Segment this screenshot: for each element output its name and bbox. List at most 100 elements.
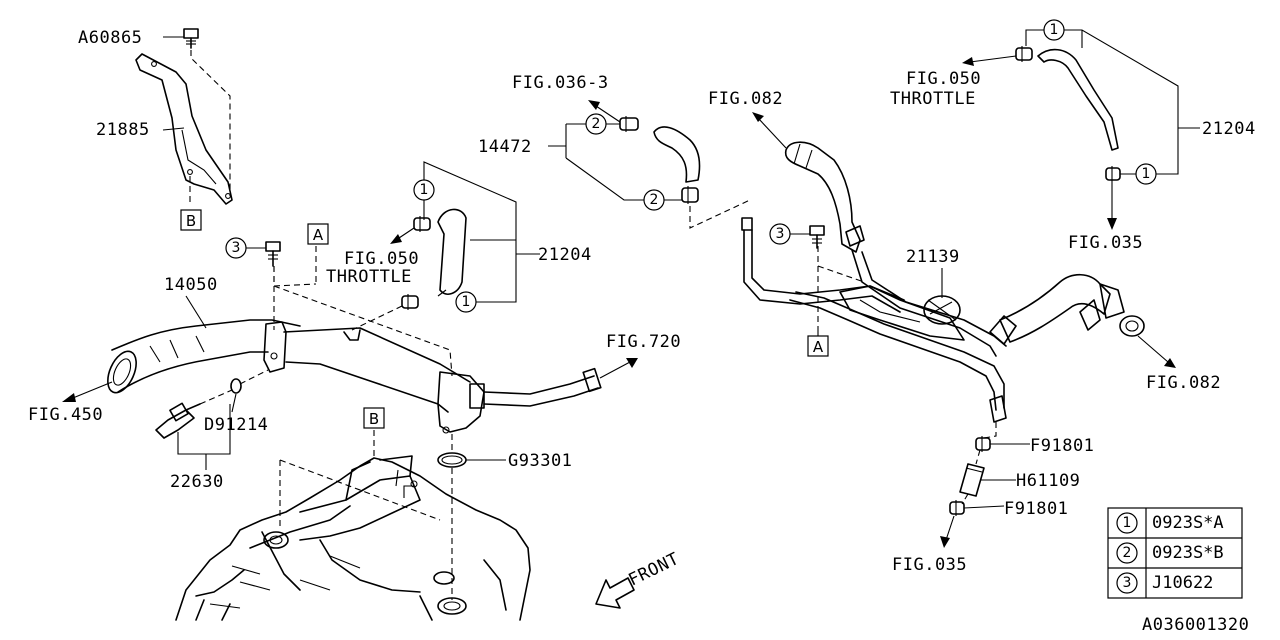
legend-table: 1 0923S*A 2 0923S*B 3 J10622 bbox=[1107, 507, 1243, 599]
label-throttle-right: THROTTLE bbox=[890, 89, 976, 109]
clip-0923sa-right-top bbox=[1015, 46, 1033, 62]
engine-block bbox=[175, 455, 531, 621]
label-21885: 21885 bbox=[96, 120, 150, 140]
legend-callout-3 bbox=[1116, 572, 1138, 594]
dash-sensor bbox=[199, 369, 269, 405]
label-g93301: G93301 bbox=[508, 451, 572, 471]
dash-f91801 bbox=[983, 422, 997, 439]
label-fig035-bottom: FIG.035 bbox=[892, 555, 967, 575]
bracket-21885 bbox=[135, 53, 233, 205]
arrow-fig720-line bbox=[599, 361, 631, 379]
label-fig082-top: FIG.082 bbox=[708, 89, 783, 109]
label-fig082-right: FIG.082 bbox=[1146, 373, 1221, 393]
arrow-fig720-head bbox=[626, 358, 638, 368]
clip-0923sa-right-bottom bbox=[1105, 166, 1121, 182]
lead-14050 bbox=[185, 295, 207, 329]
label-14050: 14050 bbox=[164, 275, 218, 295]
legend-callout-2 bbox=[1116, 542, 1138, 564]
legend-part-1: 0923S*A bbox=[1152, 513, 1224, 533]
label-14472: 14472 bbox=[478, 137, 532, 157]
hose-14472 bbox=[653, 126, 701, 183]
callout-1-right-top-text: 1 bbox=[1050, 22, 1059, 38]
clip-0923sb-bottom bbox=[681, 186, 699, 204]
arrow-fig035-bottom-head bbox=[940, 536, 950, 548]
arrow-fig082-right-head bbox=[1164, 358, 1176, 368]
bolt-a60865 bbox=[183, 28, 199, 49]
clip-f91801-top bbox=[975, 436, 991, 452]
label-f91801-top: F91801 bbox=[1030, 436, 1094, 456]
legend-num-3: 3 bbox=[1123, 575, 1132, 591]
arrow-fig035-bottom-line bbox=[945, 515, 955, 541]
legend-part-3: J10622 bbox=[1152, 573, 1213, 593]
lead-d91214 bbox=[231, 393, 237, 413]
marker-b-top: B bbox=[186, 212, 196, 230]
label-h61109: H61109 bbox=[1016, 471, 1080, 491]
marker-a-right: A bbox=[813, 338, 824, 356]
bolt-j10622-right bbox=[809, 225, 825, 249]
label-21204-left: 21204 bbox=[538, 245, 592, 265]
water-pipe-14050 bbox=[107, 319, 602, 434]
gasket-g93301-inner bbox=[441, 455, 463, 465]
clip-0923sa-left-bottom bbox=[401, 294, 419, 310]
gasket-d91214 bbox=[230, 378, 242, 394]
legend-callout-1 bbox=[1116, 512, 1138, 534]
front-arrow bbox=[595, 577, 635, 609]
label-fig720: FIG.720 bbox=[606, 332, 681, 352]
arrow-fig036-line bbox=[595, 105, 621, 123]
dash-14472 bbox=[689, 199, 751, 229]
label-fig050-right: FIG.050 bbox=[906, 69, 981, 89]
hose-21204-right bbox=[1037, 48, 1119, 151]
marker-a-left-box bbox=[307, 223, 329, 245]
label-d91214: D91214 bbox=[204, 415, 268, 435]
marker-b-bottom-box bbox=[363, 407, 385, 429]
hose-21204-left bbox=[437, 208, 467, 297]
clip-0923sb-top bbox=[619, 116, 639, 132]
callout-2-bottom-text: 2 bbox=[650, 192, 659, 208]
water-pipe-21139 bbox=[741, 141, 1145, 423]
label-21204-right: 21204 bbox=[1202, 119, 1256, 139]
arrow-fig082-top-head bbox=[752, 112, 764, 122]
label-fig050-left: FIG.050 bbox=[344, 249, 419, 269]
arrow-fig050-right-line bbox=[969, 55, 1017, 63]
hose-h61109 bbox=[959, 463, 985, 497]
marker-a-left: A bbox=[313, 226, 324, 244]
clip-f91801-bottom bbox=[949, 500, 965, 516]
callout-1-left-bottom-text: 1 bbox=[462, 294, 471, 310]
dash-engine-b bbox=[279, 430, 441, 530]
legend-num-1: 1 bbox=[1123, 515, 1132, 531]
label-fig036: FIG.036-3 bbox=[512, 73, 609, 93]
legend-num-2: 2 bbox=[1123, 545, 1132, 561]
callout-3-left-text: 3 bbox=[232, 240, 241, 256]
marker-b-bottom: B bbox=[369, 410, 379, 428]
lead-14472 bbox=[548, 123, 682, 201]
lead-21204-right bbox=[1025, 29, 1200, 175]
arrow-fig082-top-line bbox=[757, 117, 787, 149]
arrow-fig035-top-head bbox=[1107, 218, 1117, 230]
label-f91801-bottom: F91801 bbox=[1004, 499, 1068, 519]
dash-clip-left bbox=[351, 305, 403, 331]
lead-22630 bbox=[177, 404, 231, 470]
label-fig450: FIG.450 bbox=[28, 405, 103, 425]
dash-box-a-right bbox=[817, 246, 865, 336]
clip-0923sa-left-top bbox=[413, 216, 431, 232]
callout-3-right-text: 3 bbox=[776, 226, 785, 242]
arrow-fig036-head bbox=[588, 100, 600, 110]
label-21139: 21139 bbox=[906, 247, 960, 267]
marker-a-right-box bbox=[807, 335, 829, 357]
dash-h61109 bbox=[961, 449, 981, 505]
arrow-fig450-head bbox=[62, 393, 76, 402]
lead-21885 bbox=[162, 127, 185, 131]
arrow-fig450-line bbox=[67, 381, 113, 401]
arrow-fig050-left-head bbox=[390, 234, 402, 244]
lead-21204-left bbox=[423, 161, 540, 303]
label-fig035-top: FIG.035 bbox=[1068, 233, 1143, 253]
arrow-fig050-right-head bbox=[962, 57, 974, 66]
label-a60865: A60865 bbox=[78, 28, 142, 48]
callout-1-right-bottom-text: 1 bbox=[1142, 166, 1151, 182]
legend-part-2: 0923S*B bbox=[1152, 543, 1224, 563]
callout-1-left-top-text: 1 bbox=[420, 182, 429, 198]
bolt-j10622-left bbox=[265, 241, 281, 267]
label-front: FRONT bbox=[625, 549, 682, 591]
lead-f91801-bottom bbox=[963, 505, 1005, 509]
